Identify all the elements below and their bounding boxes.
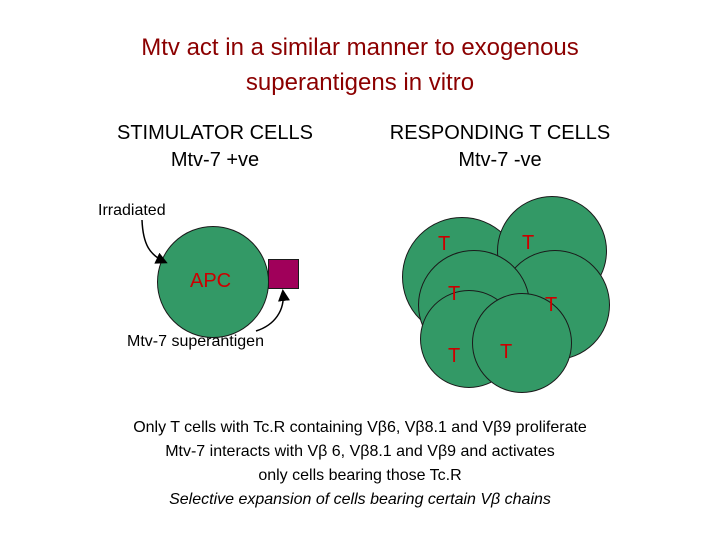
title-line-1: Mtv act in a similar manner to exogenous	[141, 34, 579, 61]
t-cell-label: T	[438, 233, 451, 255]
caption-line-4: Selective expansion of cells bearing cer…	[169, 491, 551, 508]
apc-cell	[157, 226, 269, 338]
responding-subheading: Mtv-7 -ve	[458, 149, 542, 171]
apc-label: APC	[190, 270, 232, 292]
title-line-2: superantigens in vitro	[245, 69, 475, 96]
t-cell-label: T	[448, 345, 461, 367]
t-cell-label: T	[448, 283, 461, 305]
superantigen-box	[268, 259, 299, 289]
superantigen-arrow	[255, 289, 290, 332]
t-cell	[472, 293, 572, 393]
slide-title: Mtv act in a similar manner to exogenous…	[0, 30, 720, 100]
t-cell-label: T	[545, 294, 558, 316]
responding-header: RESPONDING T CELLS Mtv-7 -ve	[355, 120, 645, 174]
responding-heading: RESPONDING T CELLS	[389, 122, 611, 144]
caption: Only T cells with Tc.R containing Vβ6, V…	[0, 416, 720, 512]
t-cell-label: T	[522, 232, 535, 254]
stimulator-header: STIMULATOR CELLS Mtv-7 +ve	[80, 120, 350, 174]
superantigen-label: Mtv-7 superantigen	[127, 333, 264, 350]
caption-line-3: only cells bearing those Tc.R	[258, 467, 462, 484]
irradiated-label: Irradiated	[98, 202, 166, 219]
t-cell-label: T	[500, 341, 513, 363]
caption-line-2: Mtv-7 interacts with Vβ 6, Vβ8.1 and Vβ9…	[165, 443, 555, 460]
stimulator-subheading: Mtv-7 +ve	[170, 149, 260, 171]
stimulator-heading: STIMULATOR CELLS	[117, 122, 313, 144]
irradiated-arrow	[141, 219, 168, 264]
caption-line-1: Only T cells with Tc.R containing Vβ6, V…	[133, 419, 587, 436]
